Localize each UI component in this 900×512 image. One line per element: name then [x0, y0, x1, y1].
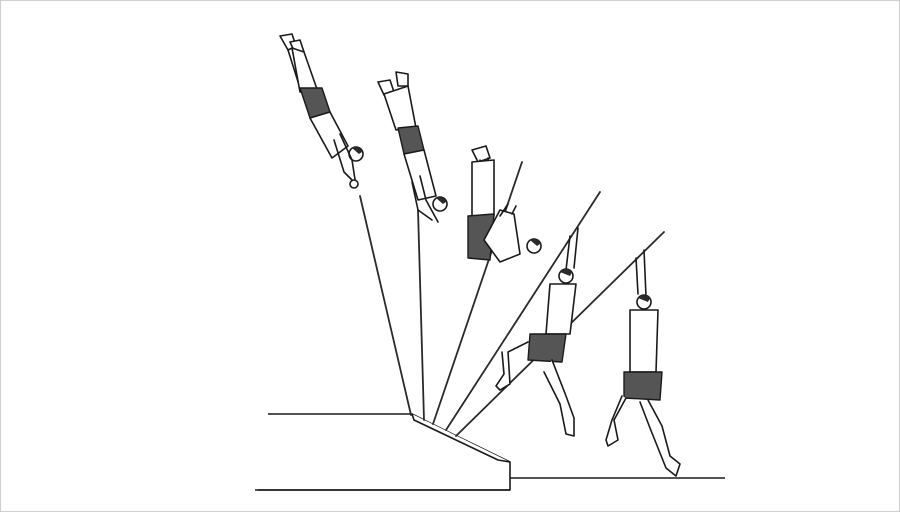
pole-frame-1 [360, 196, 411, 415]
poles [360, 162, 664, 436]
vaulter-frame-5 [606, 250, 680, 476]
vaulter-frame-1 [280, 34, 363, 188]
pole-frame-2 [418, 210, 424, 420]
vaulter-frame-3 [468, 146, 541, 262]
vaulter-frame-2 [378, 72, 447, 222]
